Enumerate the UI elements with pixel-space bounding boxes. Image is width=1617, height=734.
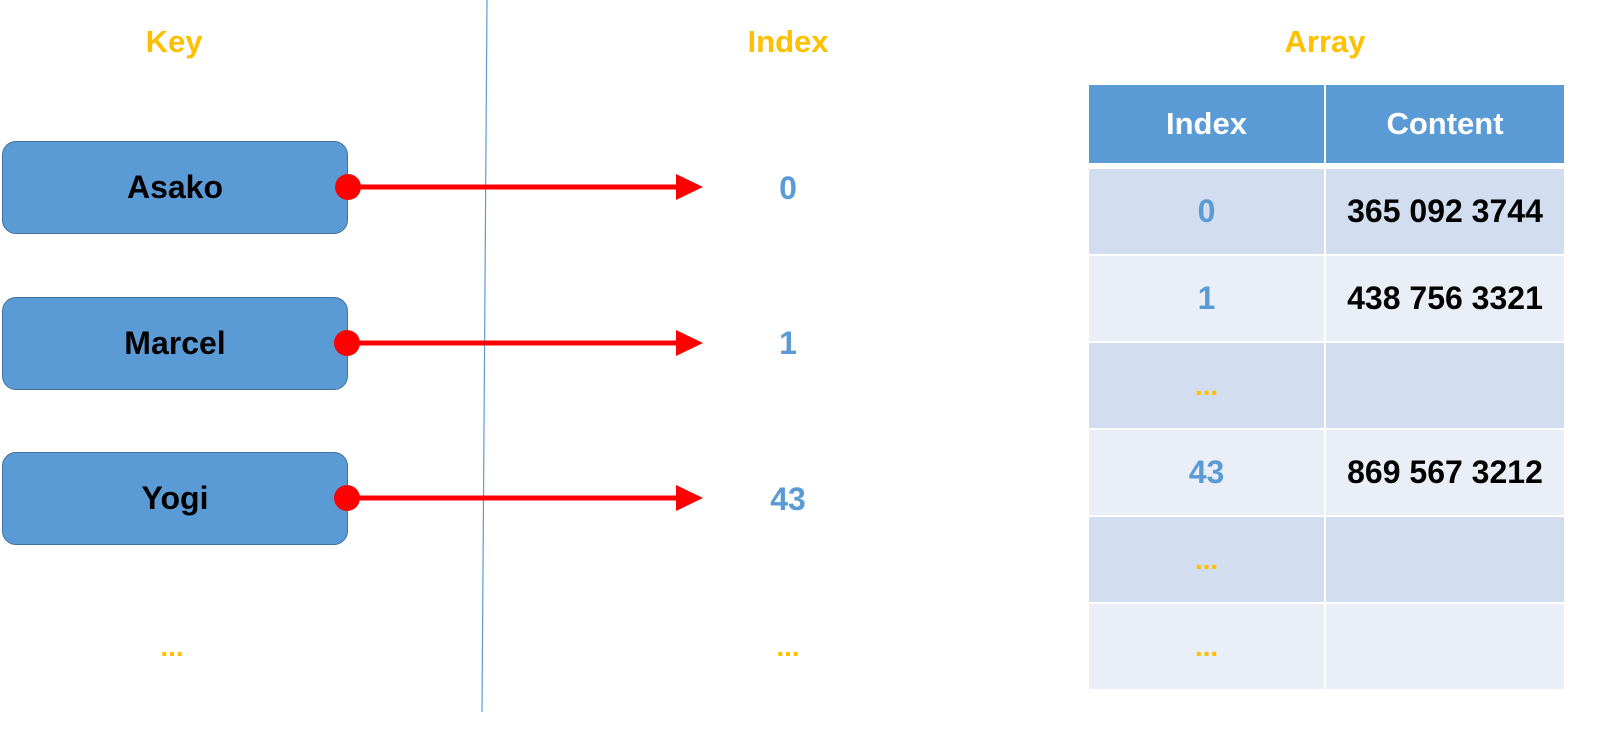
index-ellipsis: ... [776,631,800,662]
array-table: Index Content 0 365 092 3744 1 438 756 3… [1089,85,1564,691]
array-row: ... [1089,343,1564,430]
array-row: 1 438 756 3321 [1089,256,1564,343]
array-cell-content: 869 567 3212 [1325,430,1564,517]
array-cell-index: 43 [1089,430,1326,517]
arrow-asako [335,174,703,200]
array-cell-content [1325,604,1564,691]
array-row: 0 365 092 3744 [1089,169,1564,256]
array-cell-index: 0 [1089,169,1326,256]
index-value-0: 0 [779,170,797,206]
key-label: Marcel [124,325,226,361]
array-cell-content: 438 756 3321 [1325,256,1564,343]
key-heading: Key [145,24,203,59]
array-cell-index: ... [1089,604,1326,691]
key-box-yogi: Yogi [2,452,348,545]
array-cell-index: ... [1089,343,1326,430]
index-heading: Index [747,24,829,59]
key-ellipsis: ... [160,631,184,662]
array-cell-content: 365 092 3744 [1325,169,1564,256]
key-box-asako: Asako [2,141,348,234]
array-cell-content [1325,343,1564,430]
array-row: ... [1089,517,1564,604]
key-box-marcel: Marcel [2,297,348,390]
key-label: Yogi [141,480,209,516]
array-header-row: Index Content [1089,85,1564,169]
index-value-43: 43 [770,481,806,517]
arrow-marcel [334,330,703,356]
array-row: 43 869 567 3212 [1089,430,1564,517]
key-label: Asako [126,169,224,205]
array-header-index: Index [1089,85,1326,169]
array-row: ... [1089,604,1564,691]
array-heading: Array [1284,24,1366,59]
index-value-1: 1 [779,325,797,361]
array-cell-index: 1 [1089,256,1326,343]
arrow-yogi [334,485,703,511]
array-cell-index: ... [1089,517,1326,604]
array-cell-content [1325,517,1564,604]
array-header-content: Content [1325,85,1564,169]
